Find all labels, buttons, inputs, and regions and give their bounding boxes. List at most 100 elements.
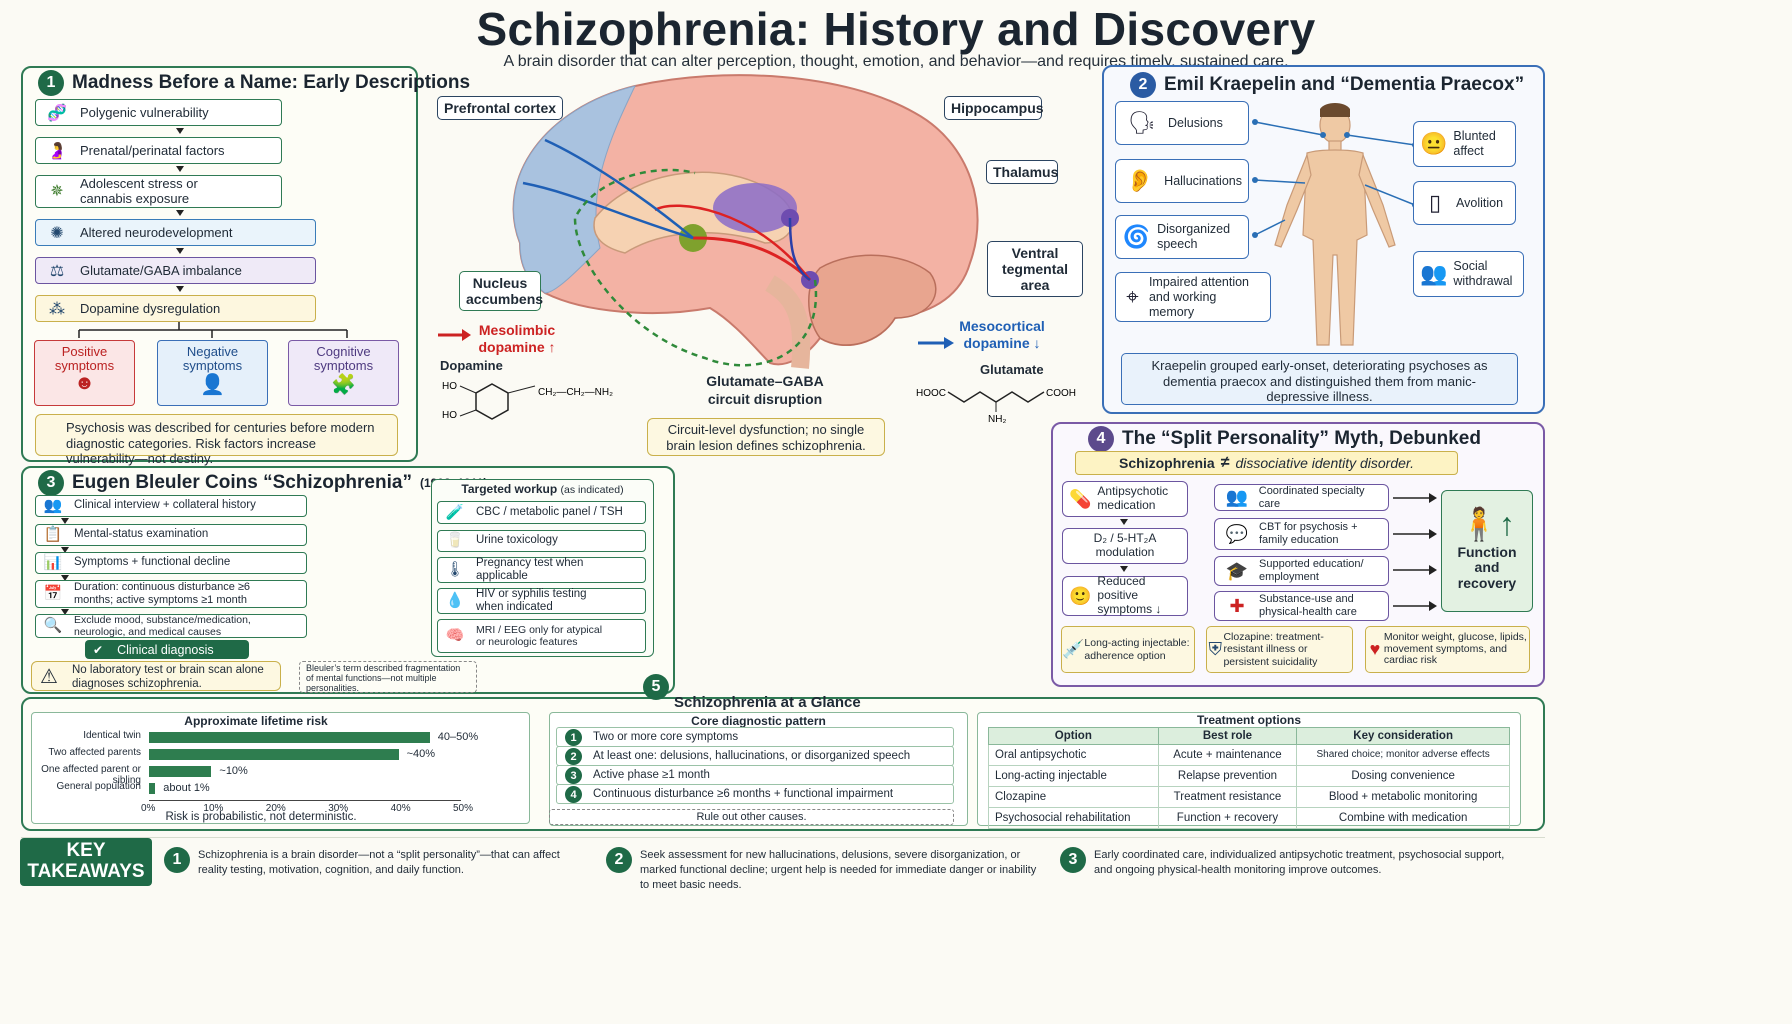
rule-out-note: Rule out other causes. [549,809,954,825]
workup-item: 🧠MRI / EEG only for atypical or neurolog… [437,619,646,653]
cannabis-leaf-icon: ✵ [50,182,64,200]
check-circle-icon: ✔ [93,642,104,657]
svg-text:HOOC: HOOC [916,388,946,399]
diagnostic-step: 👥Clinical interview + collateral history [35,495,307,517]
risk-bar [149,766,212,777]
brainstem [765,275,811,369]
takeaways-bar [21,837,1545,887]
pathway-step: 🧬Polygenic vulnerability [35,99,282,126]
takeaway-number: 3 [1060,847,1086,873]
workup-title: Targeted workup (as indicated) [461,482,624,496]
pathway-step: ⁂Dopamine dysregulation [35,295,316,322]
pathway-step: ⚖Glutamate/GABA imbalance [35,257,316,284]
risk-bar [149,749,399,760]
syringe-icon: 💉 [1062,639,1085,660]
care-item: ✚Substance-use and physical-health care [1214,591,1389,621]
x-axis [149,800,461,801]
symptom-box: 👥Social withdrawal [1413,251,1524,297]
svg-text:HO: HO [442,381,457,392]
mesocortical-pathway [544,138,694,239]
blue-arrow-icon [918,337,954,349]
pregnancy-test-icon: 🌡 [445,561,465,579]
lab-test-warning: ⚠ No laboratory test or brain scan alone… [31,661,281,691]
myth-banner: Schizophrenia≠dissociative identity diso… [1075,451,1458,475]
symptom-box: 👂Hallucinations [1115,159,1249,203]
table-header-row: Option Best role Key consideration [988,727,1510,745]
bar-chart-icon: 📊 [43,554,63,572]
panel-4-heading: 4 The “Split Personality” Myth, Debunked [1088,426,1481,452]
panel-5-title: Schizophrenia at a Glance [674,694,861,711]
human-figure [1252,103,1418,346]
medical-cross-icon: ✚ [1229,595,1245,616]
circuit-label: Glutamate–GABA circuit disruption [706,373,824,408]
bleuler-note: Bleuler’s term described fragmentation o… [299,661,477,693]
diagnostic-step: 🔍Exclude mood, substance/medication, neu… [35,614,307,638]
takeaway-text: Seek assessment for new hallucinations, … [640,849,1037,891]
label-hippocampus: Hippocampus [944,96,1044,121]
neutral-face-icon: 😐 [1420,130,1448,156]
bar-category-label: Two affected parents [48,747,141,758]
treatment-step: D₂ / 5-HT₂A modulation [1062,528,1188,564]
clinical-diagnosis-badge: ✔Clinical diagnosis [85,640,249,659]
panel-2-note: Kraepelin grouped early-onset, deteriora… [1121,353,1518,405]
magnifier-icon: 🔍 [43,617,63,635]
cerebellum [808,254,937,346]
symptom-box: 😐Blunted affect [1413,121,1516,167]
workup-item: 🧪CBC / metabolic panel / TSH [437,501,646,524]
treatment-table: Option Best role Key consideration Oral … [988,727,1510,829]
function-recovery-box: 🧍↑ Function and recovery [1441,490,1533,612]
core-title: Core diagnostic pattern [691,714,826,728]
balance-scale-icon: ⚖ [49,262,65,280]
risk-chart [31,712,530,824]
mesolimbic-pathway [654,204,811,281]
svg-text:CH₂—CH₂—NH₂: CH₂—CH₂—NH₂ [538,387,613,398]
treatment-step: 🙂Reduced positive symptoms ↓ [1062,574,1188,616]
bar-value-label: ~40% [406,748,436,760]
graduation-cap-icon: 🎓 [1225,560,1249,581]
panel-2-heading: 2 Emil Kraepelin and “Dementia Praecox” [1130,72,1524,98]
pill-icon: 💊 [1069,488,1092,509]
therapy-icon: 💬 [1225,523,1249,544]
risk-bar [149,783,156,794]
panel-3-heading: 3 Eugen Bleuler Coins “Schizophrenia” (1… [38,470,487,496]
glutamate-label: Glutamate [980,362,1044,377]
treatment-title: Treatment options [1196,713,1301,727]
people-interview-icon: 👥 [43,497,63,515]
diagnostic-step: 📊Symptoms + functional decline [35,552,307,574]
mesolimbic-pathway [692,236,812,282]
pathway-step: ✺Altered neurodevelopment [35,219,316,246]
pathway-step: 🤰Prenatal/perinatal factors [35,137,282,164]
blood-drop-icon: 💧 [445,592,465,610]
symptom-box: ▯Avolition [1413,181,1516,225]
shield-cross-icon: ⛨ [1208,639,1222,660]
x-tick-label: 30% [328,803,349,814]
test-tubes-icon: 🧪 [445,503,465,521]
pathway-step: ✵Adolescent stress or cannabis exposure [35,175,282,208]
page-title: Schizophrenia: History and Discovery [476,3,1316,55]
symptom-box: 🗣Delusions [1115,101,1249,145]
head-hallucination-icon: ☻ [73,372,96,395]
glutamate-structure-icon: HOOC COOH NH₂ [916,388,1076,425]
bar-category-label: General population [56,781,141,792]
mesocortical-pathway [522,181,694,240]
symptom-box: 🌀Disorganized speech [1115,215,1249,259]
low-battery-icon: ▯ [1428,189,1442,215]
takeaway-number: 2 [606,847,632,873]
risk-bar [149,732,430,743]
workup-item: 🌡Pregnancy test when applicable [437,557,646,583]
care-item: 💬CBT for psychosis + family education [1214,518,1389,550]
label-prefrontal-cortex: Prefrontal cortex [437,96,564,121]
head-calm-icon: 🙂 [1069,585,1092,606]
dna-icon: 🧬 [47,104,67,122]
chart-caption: Risk is probabilistic, not deterministic… [165,811,357,823]
x-tick-label: 40% [390,803,411,814]
bar-value-label: about 1% [163,782,210,794]
brain-scan-icon: 🧠 [445,627,465,645]
mesocortical-label: Mesocortical dopamine ↓ [959,318,1045,351]
x-tick-label: 0% [141,803,156,814]
dopamine-label: Dopamine [440,358,503,373]
